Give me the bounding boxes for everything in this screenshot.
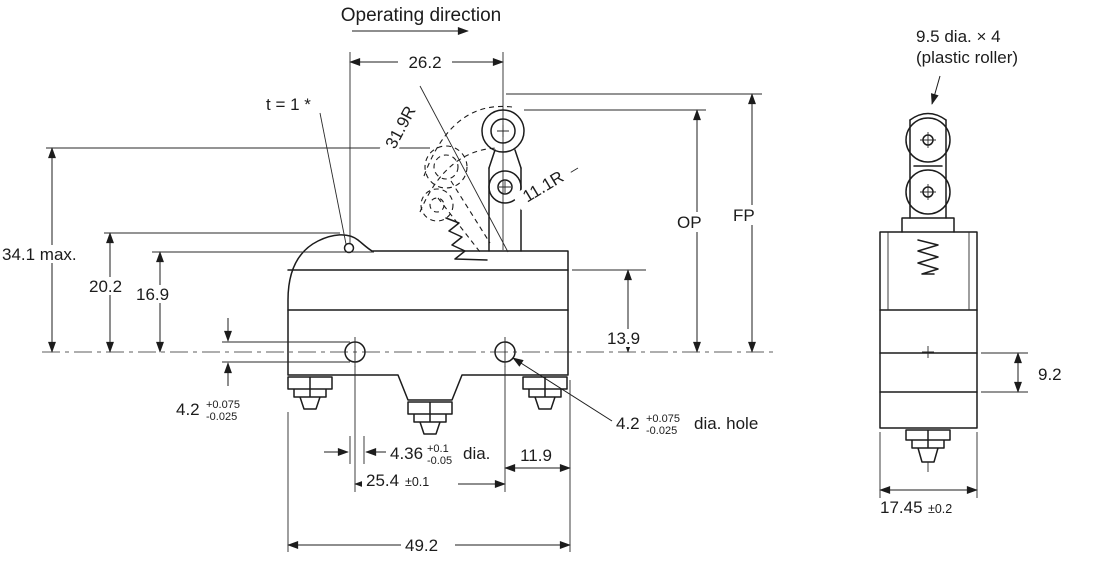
side-roller-top <box>905 117 951 163</box>
mounting-hole-tol-plus: +0.075 <box>646 413 680 425</box>
spring <box>445 217 488 261</box>
dim-34-1-max: 34.1 max. <box>2 245 77 264</box>
radius-31-9-line <box>419 85 509 253</box>
mounting-hole-dia-suffix: dia. hole <box>694 414 758 433</box>
side-view: 9.5 dia. × 4 (plastic roller) 9.2 17.45 … <box>879 27 1062 517</box>
dim-13-9: 13.9 <box>607 329 640 348</box>
mounting-hole-tol-minus: -0.025 <box>646 425 677 437</box>
side-roller-assembly <box>901 112 955 275</box>
left-hole-tol-minus: -0.025 <box>206 411 237 423</box>
mounting-hole-dia: 4.2 <box>616 414 640 433</box>
dim-25-4: 25.4 <box>366 471 399 490</box>
operating-direction-label: Operating direction <box>341 5 502 26</box>
svg-text:31.9R: 31.9R <box>382 103 420 152</box>
terminal-screw-tol-minus: -0.05 <box>427 455 452 467</box>
terminal-screw-middle <box>407 401 453 435</box>
thickness-note: t = 1 * <box>266 95 311 114</box>
dim-11-9: 11.9 <box>520 446 552 465</box>
side-spring <box>917 239 939 275</box>
side-roller-bottom <box>905 169 951 215</box>
roller-spec-line2: (plastic roller) <box>916 48 1018 67</box>
front-body <box>287 234 569 401</box>
terminal-screw-right <box>522 376 568 410</box>
front-roller-phantom <box>419 105 513 253</box>
terminal-screw-tol-plus: +0.1 <box>427 443 449 455</box>
left-hole-tol-plus: +0.075 <box>206 399 240 411</box>
op-label: OP <box>677 213 702 232</box>
dim-26-2: 26.2 <box>408 53 441 72</box>
fp-label: FP <box>733 206 755 225</box>
side-terminal-screw <box>905 429 951 472</box>
dim-16-9: 16.9 <box>136 285 169 304</box>
terminal-screw-left <box>287 376 333 410</box>
radius-31-9: 31.9R <box>378 95 423 159</box>
side-dimensions <box>879 75 1028 498</box>
dim-20-2: 20.2 <box>89 277 122 296</box>
svg-text:11.1R: 11.1R <box>519 167 567 206</box>
lever-pivot-hole <box>343 242 355 254</box>
lever-hinge <box>488 170 522 204</box>
dim-17-45: 17.45 <box>880 498 923 517</box>
dim-9-2: 9.2 <box>1038 365 1062 384</box>
left-hole-dia: 4.2 <box>176 400 200 419</box>
terminal-screw-dia-suffix: dia. <box>463 444 490 463</box>
t-note-leader <box>319 112 347 245</box>
front-roller-lever <box>445 52 525 261</box>
side-body <box>879 231 978 429</box>
front-view: Operating direction 26.2 t = 1 * 31.9R 1… <box>0 5 775 555</box>
terminal-screw-dia: 4.36 <box>390 444 423 463</box>
dim-17-45-tol: ±0.2 <box>928 502 952 516</box>
front-dimensions <box>46 27 762 552</box>
hole-dia-leader <box>512 357 613 422</box>
dim-25-4-tol: ±0.1 <box>405 475 429 489</box>
roller-spec-line1: 9.5 dia. × 4 <box>916 27 1001 46</box>
dim-49-2: 49.2 <box>405 536 438 555</box>
front-terminal-screws <box>287 376 568 435</box>
roller <box>481 109 525 153</box>
roller-note-leader <box>930 75 941 105</box>
